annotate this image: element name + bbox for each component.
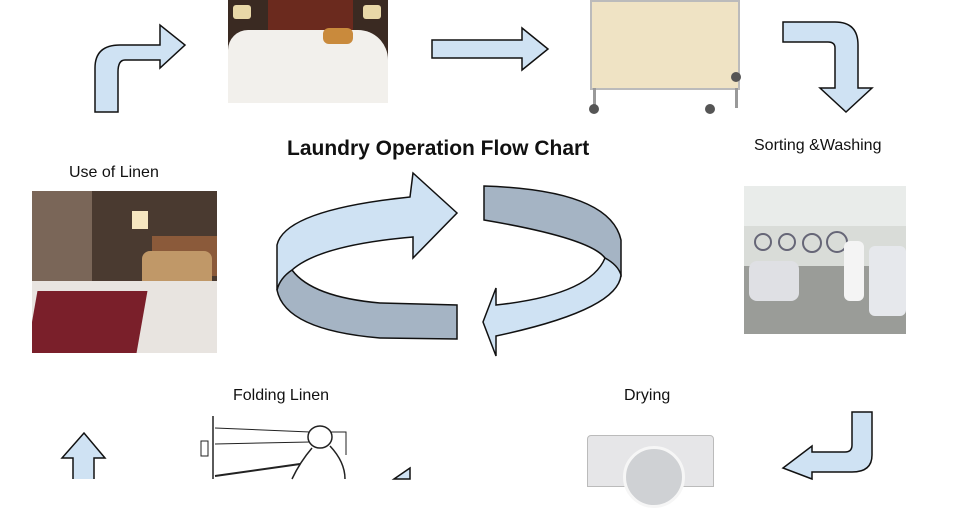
hotel-room-photo: [32, 191, 217, 353]
folding-linen-sketch: [200, 416, 347, 480]
label-folding-linen: Folding Linen: [233, 387, 330, 404]
curved-arrow-down-left-icon: [781, 411, 873, 481]
cycle-arrows-icon: [276, 171, 622, 357]
laundry-cart-photo: [585, 0, 748, 118]
unmade-bed-photo: [228, 0, 388, 103]
label-drying: Drying: [624, 387, 671, 404]
washing-machines-photo: [744, 186, 906, 334]
label-sorting-washing: Sorting &Washing: [754, 137, 882, 154]
chart-title: Laundry Operation Flow Chart: [287, 137, 590, 160]
right-arrow-icon: [431, 26, 550, 72]
up-arrow-icon: [60, 431, 107, 479]
curved-arrow-up-right-icon: [94, 23, 187, 113]
curved-arrow-right-down-icon: [782, 21, 874, 114]
label-use-of-linen: Use of Linen: [69, 164, 159, 181]
